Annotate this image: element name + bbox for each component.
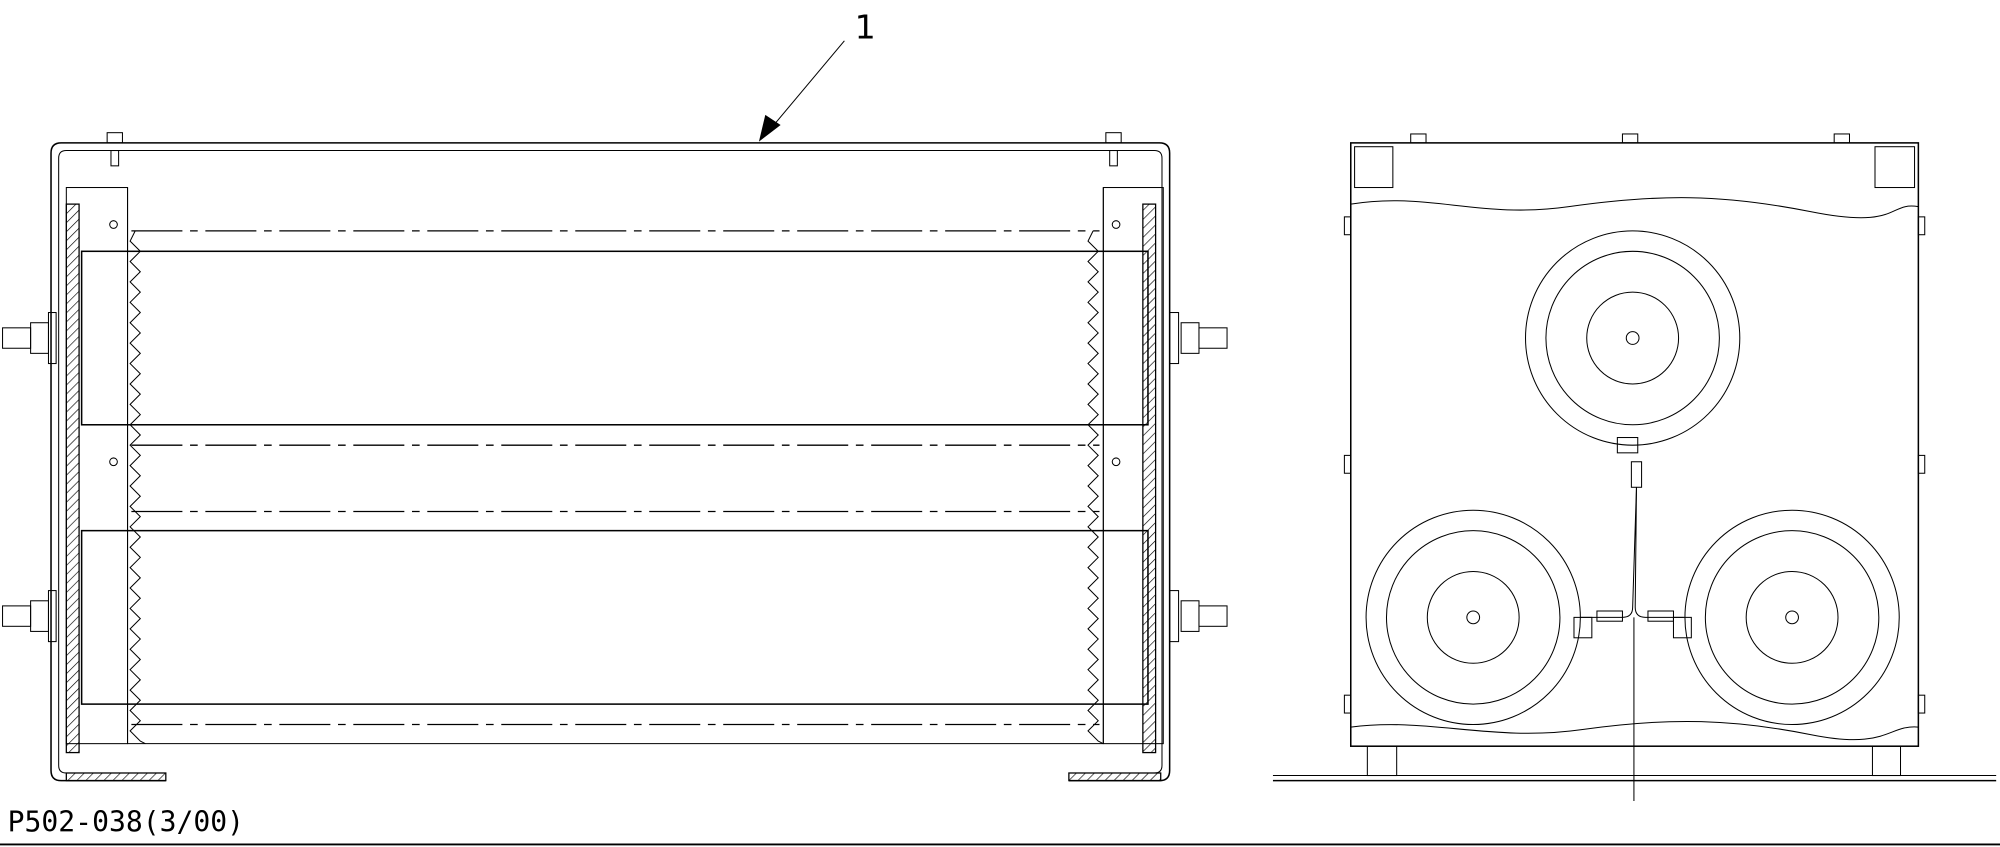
roller-end-left: [1365, 509, 1581, 726]
end-view: [1272, 133, 1997, 802]
break-line-left: [129, 230, 146, 745]
bolt-right-upper: [1169, 312, 1228, 365]
bolt-left-lower: [2, 590, 57, 643]
roller-end-right: [1684, 509, 1900, 726]
housing-outline: [50, 142, 1171, 782]
housing-end: [1350, 142, 1920, 747]
roller-lower: [80, 529, 1149, 705]
callout-label: 1: [855, 7, 876, 46]
bolt-right-lower: [1169, 590, 1228, 643]
break-line-top: [1350, 197, 1919, 219]
top-fasteners: [106, 132, 1122, 167]
wiring: [1573, 437, 1692, 802]
break-line-bottom: [1350, 720, 1919, 741]
callout-leader: [771, 40, 845, 128]
break-line-right: [1087, 230, 1104, 745]
side-view: 1: [2, 7, 1228, 782]
bolt-left-upper: [2, 312, 57, 365]
side-fasteners: [1343, 133, 1926, 714]
roller-upper: [80, 250, 1149, 426]
roller-end-top: [1524, 230, 1741, 446]
drawing-code: P502-038(3/00): [8, 806, 244, 839]
callout-arrowhead: [758, 114, 781, 142]
